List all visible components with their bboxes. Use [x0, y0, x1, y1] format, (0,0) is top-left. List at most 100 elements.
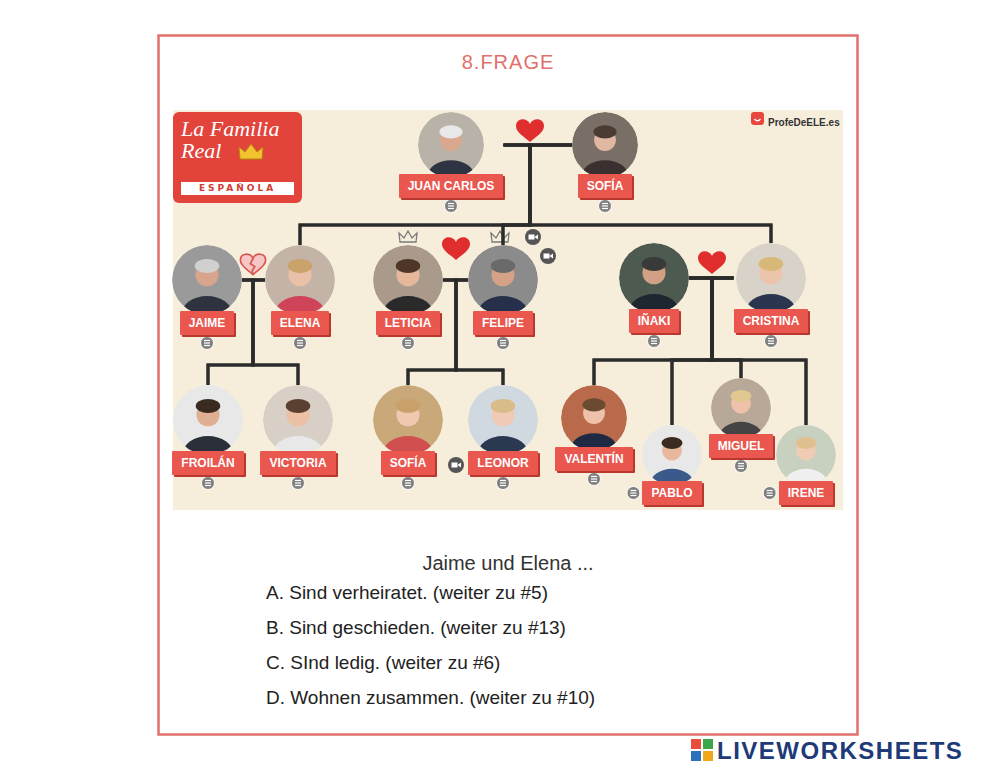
menu-icon: [627, 487, 640, 500]
menu-bar: [591, 478, 597, 479]
portrait-photo: [642, 425, 702, 485]
person-node: IÑAKI: [619, 243, 689, 333]
menu-bar: [500, 485, 506, 486]
menu-bar: [204, 340, 210, 341]
menu-bar: [767, 495, 773, 496]
menu-bar: [295, 482, 301, 483]
menu-bar: [630, 490, 636, 491]
menu-bar: [448, 205, 454, 206]
video-lens: [458, 463, 462, 468]
portrait-hair: [396, 259, 421, 273]
menu-bar: [602, 208, 608, 209]
person-name: IRENE: [779, 481, 834, 505]
menu-disc: [764, 335, 777, 348]
person-name: CRISTINA: [734, 309, 809, 333]
logo-subtitle: ESPAÑOLA: [181, 182, 294, 195]
menu-bar: [405, 342, 411, 343]
menu-disc: [647, 335, 660, 348]
menu-disc: [763, 487, 776, 500]
menu-disc: [497, 477, 510, 490]
answer-option: D. Wohnen zusammen. (weiter zu #10): [266, 687, 595, 708]
menu-bar: [297, 342, 303, 343]
menu-bar: [738, 463, 744, 464]
portrait-hair: [288, 259, 313, 273]
crown-emblem: [237, 142, 265, 162]
menu-icon: [598, 200, 611, 213]
menu-disc: [598, 200, 611, 213]
menu-bar: [767, 490, 773, 491]
portrait-figure: [172, 245, 242, 315]
watermark: ProfeDeELE.es: [768, 117, 840, 128]
portrait-photo: [373, 245, 443, 315]
portrait-photo: [736, 243, 806, 313]
portrait-figure: [468, 385, 538, 455]
label-wrap: Jaime und Elena ...: [158, 550, 858, 576]
menu-bar: [768, 343, 774, 344]
menu-disc: [496, 337, 509, 350]
label-wrap: C. SInd ledig. (weiter zu #6): [266, 650, 500, 676]
menu-bar: [205, 482, 211, 483]
portrait-figure: [642, 425, 702, 485]
person-node: JAIME: [172, 245, 242, 335]
menu-bar: [651, 340, 657, 341]
portrait-figure: [373, 245, 443, 315]
menu-disc: [444, 200, 457, 213]
menu-icon: [497, 477, 510, 490]
menu-bar: [448, 208, 454, 209]
video-body: [529, 235, 535, 240]
logo-title: La Familia Real: [181, 118, 294, 162]
portrait-figure: [619, 243, 689, 313]
answer-option: B. Sind geschieden. (weiter zu #13): [266, 617, 566, 638]
person-name: ELENA: [271, 311, 330, 335]
menu-bar: [205, 485, 211, 486]
card-frame: [159, 36, 858, 735]
portrait-figure: [736, 243, 806, 313]
menu-bar: [738, 465, 744, 466]
heart-symbol: [698, 251, 726, 274]
menu-bar: [602, 203, 608, 204]
portrait-hair: [286, 399, 311, 413]
answer-option: C. SInd ledig. (weiter zu #6): [266, 652, 500, 673]
family-line: [530, 145, 771, 243]
menu-icon: [201, 337, 214, 350]
profe-square: [751, 112, 764, 125]
menu-bar: [405, 345, 411, 346]
tree-background: [173, 110, 843, 510]
portrait-hair: [491, 259, 516, 273]
menu-icon: [734, 460, 747, 473]
menu-bar: [405, 482, 411, 483]
profe-icon: [751, 112, 764, 125]
portrait-hair: [796, 437, 817, 449]
portrait-hair: [195, 259, 220, 273]
person-name: SOFÍA: [381, 451, 436, 475]
person-node: LEONOR: [468, 385, 538, 475]
portrait-photo: [173, 385, 243, 455]
person-name: JUAN CARLOS: [399, 174, 504, 198]
answer-option: A. Sind verheiratet. (weiter zu #5): [266, 582, 548, 603]
portrait-figure: [173, 385, 243, 455]
page-title: 8.FRAGE: [462, 51, 555, 73]
person-name: FROILÁN: [172, 451, 243, 475]
menu-bar: [405, 485, 411, 486]
icon-square: [703, 751, 713, 761]
menu-icon: [587, 473, 600, 486]
liveworksheets-icon: [691, 739, 713, 761]
heart-symbol: [442, 237, 470, 260]
person-node: SOFÍA: [572, 112, 638, 198]
label-wrap: A. Sind verheiratet. (weiter zu #5): [266, 580, 548, 606]
portrait-hair: [642, 257, 667, 271]
portrait-photo: [468, 385, 538, 455]
menu-icon: [444, 200, 457, 213]
video-lens: [550, 254, 554, 259]
question-text: Jaime und Elena ...: [422, 552, 593, 574]
portrait-hair: [731, 390, 752, 402]
menu-icon: [496, 337, 509, 350]
label-wrap: LIVEWORKSHEETS: [717, 738, 963, 764]
title-wrap: 8.FRAGE: [158, 50, 858, 74]
person-node: FROILÁN: [172, 385, 244, 475]
portrait-figure: [373, 385, 443, 455]
person-node: VALENTÍN: [555, 385, 633, 471]
logo-box: La Familia RealESPAÑOLA: [173, 112, 302, 203]
menu-bar: [295, 480, 301, 481]
video-icon: [448, 457, 464, 473]
